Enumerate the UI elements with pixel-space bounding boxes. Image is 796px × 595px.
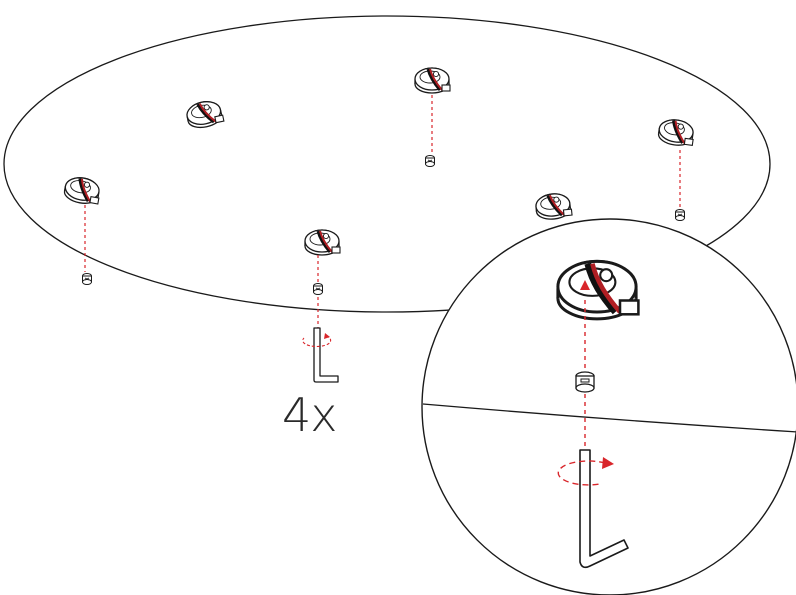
screw-right xyxy=(675,209,685,221)
glide-pad-lower-right xyxy=(533,190,574,223)
glide-pad-detail xyxy=(558,261,639,319)
allen-key-small xyxy=(313,327,339,383)
guide-lines xyxy=(84,95,681,330)
quantity-label: 4x xyxy=(282,388,337,442)
screw-top-center xyxy=(425,155,435,167)
glide-pad-lower-center xyxy=(303,228,342,257)
detail-zoom-circle xyxy=(421,218,796,595)
glide-pad-right xyxy=(655,116,697,149)
glide-pad-top-left xyxy=(183,97,226,132)
rotation-arrow-small xyxy=(302,333,332,348)
screw-far-left xyxy=(82,273,92,285)
screw-lower-center xyxy=(313,283,323,295)
rotation-arrow-detail xyxy=(557,457,614,486)
glide-pad-far-left xyxy=(61,173,104,208)
tabletop-outline xyxy=(3,15,771,313)
glide-pad-top-center xyxy=(413,66,452,95)
screw-detail xyxy=(575,371,595,393)
